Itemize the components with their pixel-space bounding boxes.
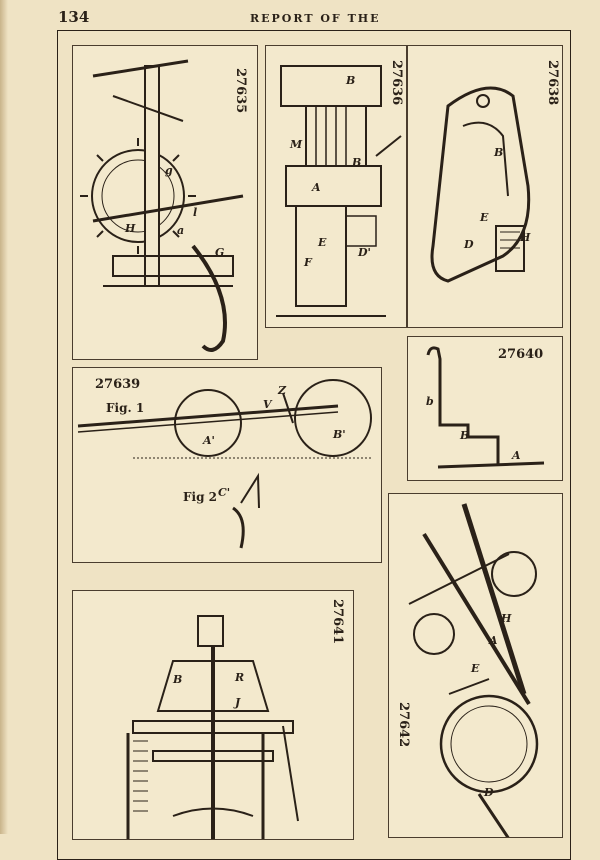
- patent-number-27636: 27636: [389, 60, 404, 106]
- label-r: R: [235, 671, 245, 684]
- label-h: H: [520, 231, 531, 244]
- figure-27640: 27640 b B A: [407, 336, 563, 481]
- label-e: E: [471, 662, 480, 675]
- illustration-27640: [426, 346, 545, 469]
- running-head: REPORT OF THE: [250, 12, 381, 25]
- patent-number-27639: 27639: [95, 377, 141, 392]
- label-h: H: [501, 612, 512, 625]
- label-v: V: [263, 398, 272, 411]
- patent-number-27641: 27641: [330, 599, 345, 645]
- label-b: B: [173, 673, 183, 686]
- label-b: B': [333, 428, 346, 441]
- label-a: A: [489, 634, 498, 647]
- label-m: M: [290, 138, 303, 151]
- figure-27638: 27638 B E D H: [407, 45, 563, 328]
- patent-number-27642: 27642: [396, 702, 411, 748]
- figure-27642: 27642 H E D A: [388, 493, 563, 838]
- label-b: B: [494, 146, 504, 159]
- label-z: Z: [278, 384, 287, 397]
- patent-number-27638: 27638: [545, 60, 560, 106]
- page-binding-edge: [0, 0, 8, 834]
- illustration-27635: [80, 59, 244, 352]
- fig2-label: Fig 2: [183, 490, 217, 504]
- label-a: A: [512, 449, 521, 462]
- fig1-label: Fig. 1: [106, 401, 145, 415]
- illustration-27639: [77, 379, 373, 549]
- label-a: A: [312, 181, 321, 194]
- label-b: B: [346, 74, 356, 87]
- label-e: E: [480, 211, 489, 224]
- patent-number-27635: 27635: [233, 68, 248, 114]
- figure-27635: 27635 H G g a l: [72, 45, 258, 360]
- label-l: l: [193, 206, 198, 219]
- label-b2: B: [352, 156, 362, 169]
- label-g-small: g: [165, 164, 173, 177]
- illustration-27638: [430, 86, 531, 283]
- label-f: F: [304, 256, 312, 269]
- label-j: J: [235, 696, 241, 709]
- label-b-small: b: [426, 395, 434, 408]
- label-c: C': [218, 486, 231, 499]
- page-number: 134: [58, 8, 90, 26]
- illustration-27636: [276, 65, 402, 317]
- label-h: H: [125, 222, 136, 235]
- figure-27639: 27639 Fig. 1 Fig 2 A' B' Z V C': [72, 367, 382, 563]
- illustration-27642: [408, 503, 539, 837]
- label-g: G: [215, 246, 225, 259]
- label-e: E: [318, 236, 327, 249]
- label-d: D': [358, 246, 371, 259]
- label-b: B: [460, 429, 470, 442]
- figure-27641: 27641 B R J: [72, 590, 354, 840]
- figure-27636: 27636 B M E F D' A B: [265, 45, 407, 328]
- label-d: D: [484, 786, 494, 799]
- patent-number-27640: 27640: [498, 347, 544, 362]
- label-a: A': [203, 434, 215, 447]
- illustration-27641: [126, 615, 299, 839]
- label-d: D: [464, 238, 474, 251]
- label-a: a: [177, 224, 185, 237]
